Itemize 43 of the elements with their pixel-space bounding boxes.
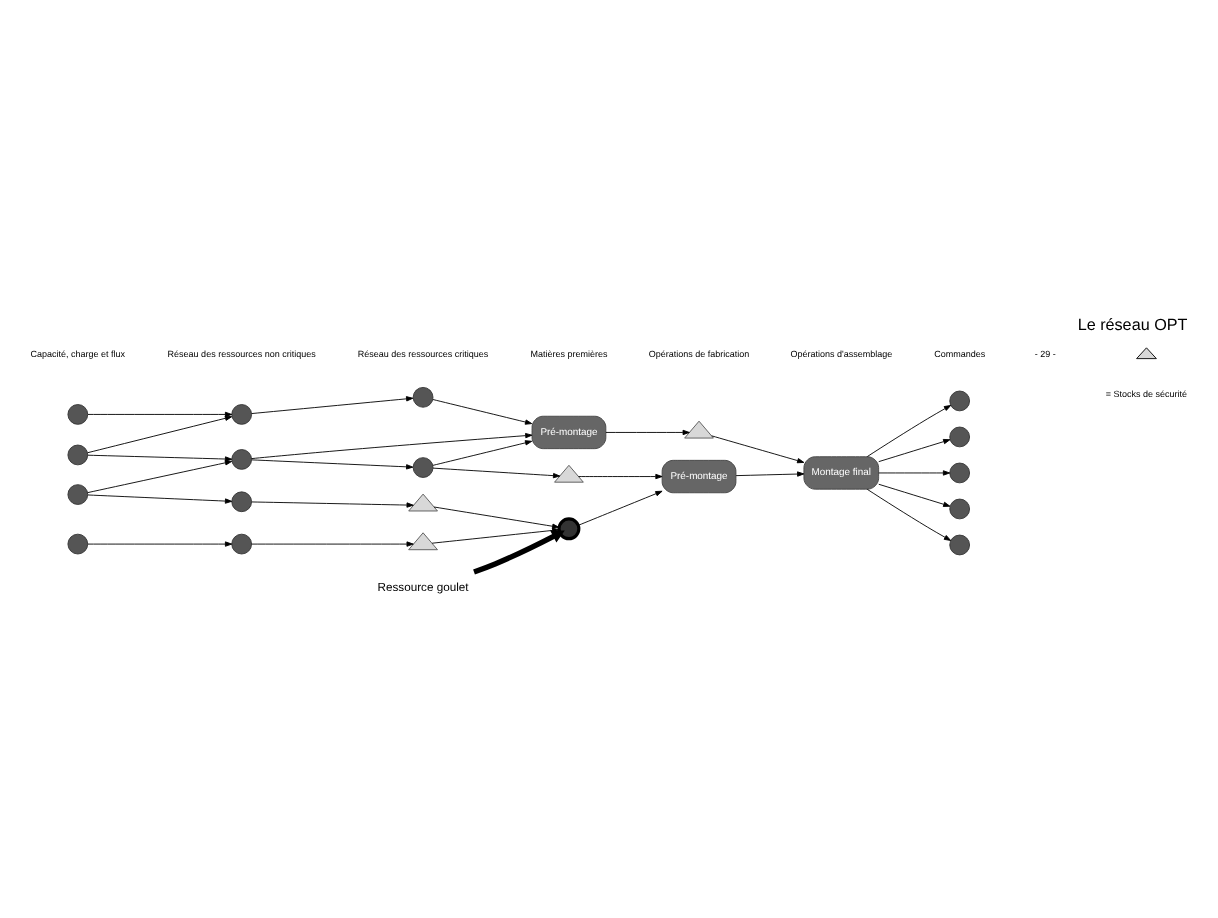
node-circle	[231, 404, 253, 425]
arrow	[87, 494, 233, 504]
arrow	[87, 415, 233, 454]
node-circle	[231, 491, 253, 513]
arrow	[878, 470, 951, 476]
node-circle	[949, 534, 971, 556]
node-circle	[557, 517, 581, 541]
arrow	[432, 440, 533, 466]
arrow	[433, 506, 560, 529]
arrow	[87, 541, 233, 547]
arrow	[432, 399, 533, 425]
node-circle	[949, 498, 971, 520]
arrow	[251, 541, 414, 547]
node-circle	[949, 426, 971, 448]
arrow	[577, 490, 663, 526]
node-circle	[67, 533, 89, 555]
arrow	[87, 454, 233, 462]
arrow	[251, 501, 414, 508]
arrow	[866, 404, 952, 457]
arrow	[251, 433, 533, 460]
node-circle	[67, 404, 89, 425]
node-circle	[231, 449, 253, 470]
diagram-title: Le réseau OPT	[1077, 316, 1188, 335]
arrow	[251, 459, 414, 470]
node-circle	[412, 387, 434, 408]
arrow	[87, 460, 233, 494]
node-circle	[949, 462, 971, 484]
node-circle	[67, 484, 89, 505]
arrow	[473, 530, 565, 575]
node-circle	[949, 390, 971, 412]
arrow	[251, 396, 414, 414]
arrow	[578, 473, 663, 480]
arrow	[711, 435, 805, 464]
node-circle	[231, 533, 253, 555]
arrow	[878, 439, 951, 463]
arrow	[735, 471, 805, 477]
arrow	[878, 483, 951, 507]
node-circle	[67, 444, 89, 466]
arrow	[866, 488, 952, 541]
node-circle	[412, 457, 434, 478]
arrow	[432, 467, 561, 479]
arrow	[87, 411, 233, 418]
arrow	[605, 429, 690, 436]
